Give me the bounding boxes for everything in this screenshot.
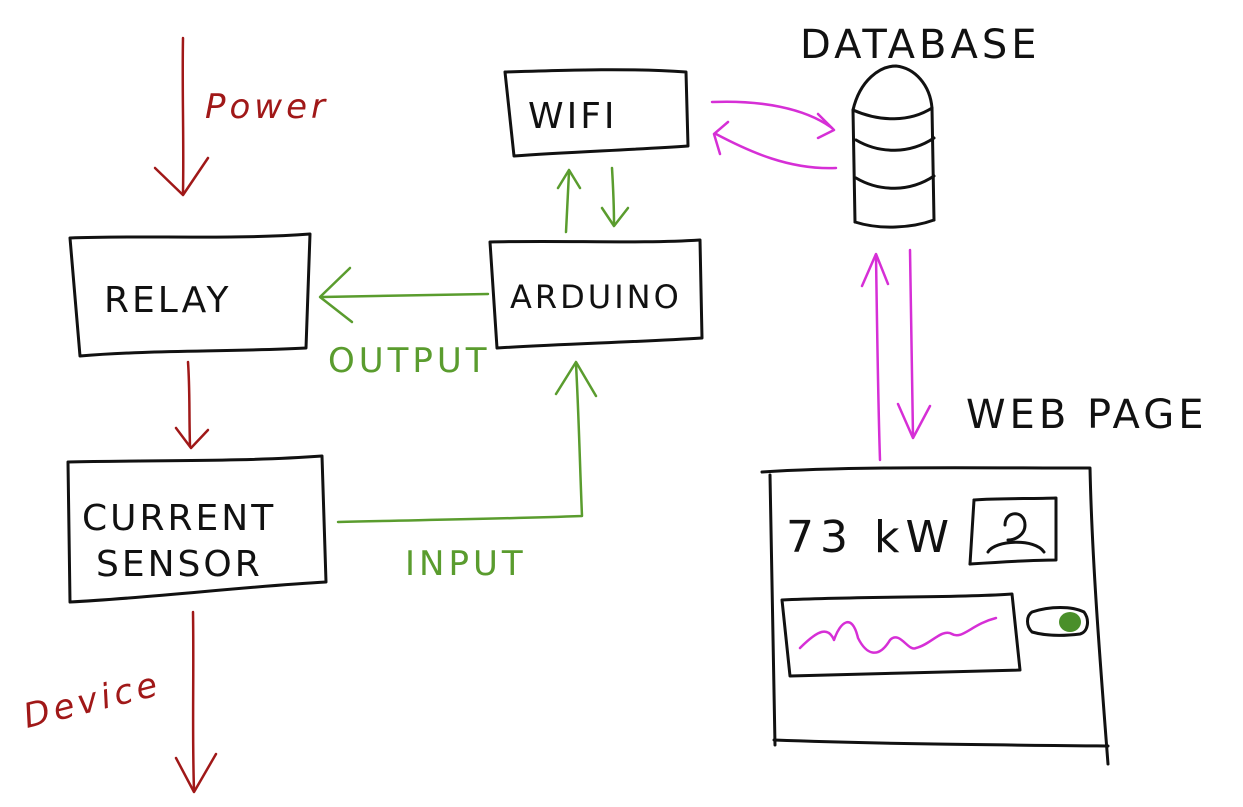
chart-panel (780, 592, 1022, 678)
power-label: Power (205, 87, 329, 127)
db-to-web-arrow (908, 248, 915, 438)
current-sensor-node: CURRENT SENSOR (66, 454, 328, 604)
arduino-to-wifi-arrow (564, 170, 571, 234)
web-to-db-arrow (874, 254, 882, 462)
device-label: Device (19, 664, 165, 737)
device-out-arrow (191, 610, 196, 792)
relay-to-sensor-arrow (186, 360, 192, 448)
relay-to-sensor-arrowhead (174, 426, 210, 450)
database-icon (851, 64, 936, 229)
arduino-box (488, 238, 704, 350)
database-node: DATABASE (800, 22, 1041, 229)
output-arrow (320, 292, 490, 299)
input-arrow (336, 362, 584, 524)
arduino-to-wifi-arrowhead (556, 168, 582, 190)
chart-sparkline (798, 616, 998, 654)
arduino-node: ARDUINO (488, 238, 704, 350)
database-label: DATABASE (800, 22, 1041, 68)
wifi-to-arduino-arrow (610, 166, 616, 226)
wifi-to-arduino-arrowhead (600, 206, 630, 228)
output-label: OUTPUT (328, 341, 491, 381)
web-page-node: WEB PAGE 73 kW (760, 392, 1207, 766)
relay-label: RELAY (104, 280, 231, 321)
relay-node: RELAY (68, 232, 312, 358)
power-in-arrow (181, 36, 185, 194)
toggle-switch (1026, 606, 1089, 637)
db-to-web-arrowhead (896, 402, 932, 440)
toggle-knob (1059, 612, 1081, 632)
db-to-wifi-arrow (714, 132, 838, 170)
power-reading: 73 kW (786, 512, 955, 563)
web-to-db-arrowhead (860, 252, 890, 288)
web-page-label: WEB PAGE (966, 392, 1207, 438)
wifi-to-db-arrowhead (816, 112, 836, 140)
output-arrowhead (318, 266, 354, 324)
arduino-label: ARDUINO (510, 278, 682, 316)
current-sensor-box (66, 454, 328, 604)
wifi-node: WIFI (503, 68, 690, 158)
power-flow: Power Device (19, 36, 329, 794)
wifi-to-db-arrow (710, 100, 834, 130)
wifi-label: WIFI (528, 96, 618, 137)
power-in-arrowhead (153, 156, 210, 197)
chart-frame (780, 592, 1022, 678)
input-label: INPUT (405, 544, 527, 584)
input-arrowhead (554, 360, 598, 398)
web-page-frame (760, 466, 1110, 766)
user-icon (968, 496, 1058, 566)
relay-box (68, 232, 312, 358)
db-to-wifi-arrowhead (712, 120, 730, 156)
wifi-box (503, 68, 690, 158)
current-sensor-label-line2: SENSOR (96, 544, 263, 585)
current-sensor-label-line1: CURRENT (82, 498, 276, 539)
device-out-arrowhead (174, 752, 218, 794)
data-links (710, 100, 932, 462)
signal-flow: OUTPUT INPUT (318, 166, 630, 584)
